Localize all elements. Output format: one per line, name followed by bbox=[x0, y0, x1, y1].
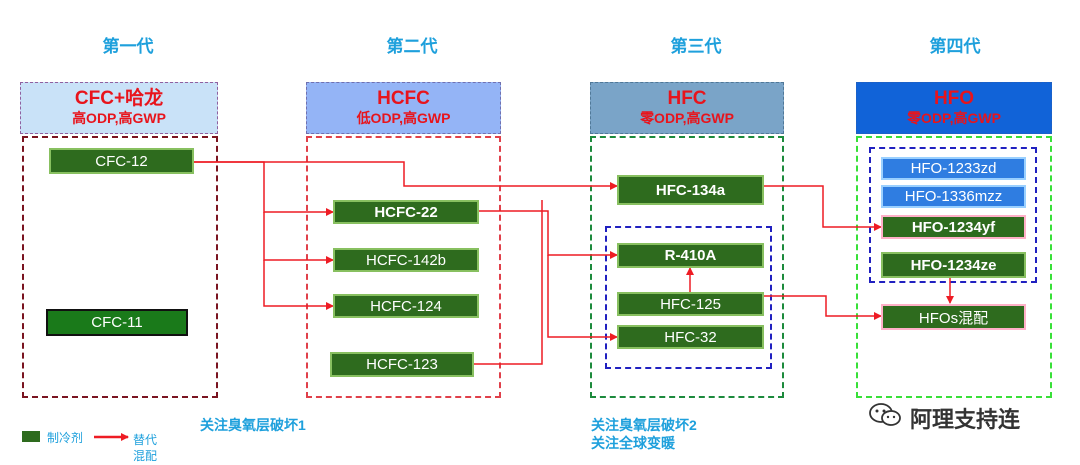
gen1-zone bbox=[22, 136, 218, 398]
note-ozone1: 关注臭氧层破坏1 bbox=[200, 417, 306, 433]
gen2-property: 低ODP,高GWP bbox=[356, 110, 451, 126]
arrow-hcfc22-hfc32 bbox=[547, 255, 618, 341]
arrow-cfc12-hfc134a bbox=[194, 161, 618, 190]
refrigerant-hfos-blend: HFOs混配 bbox=[881, 304, 1026, 330]
gen4-header: HFO 零ODP,高GWP bbox=[856, 82, 1052, 134]
refrigerant-hcfc142b: HCFC-142b bbox=[333, 248, 479, 272]
gen1-header: CFC+哈龙 高ODP,高GWP bbox=[20, 82, 218, 134]
gen3-property: 零ODP,高GWP bbox=[640, 110, 734, 126]
gen4-property: 零ODP,高GWP bbox=[907, 110, 1001, 126]
arrow-cfc12-hcfc22 bbox=[194, 161, 334, 216]
refrigerant-hfc134a: HFC-134a bbox=[617, 175, 764, 205]
gen3-title: 第三代 bbox=[670, 37, 722, 56]
gen2-header: HCFC 低ODP,高GWP bbox=[306, 82, 501, 134]
refrigerant-cfc11: CFC-11 bbox=[46, 309, 188, 336]
arrow-hcfc22-r410a bbox=[479, 210, 618, 259]
refrigerant-hfo1234ze: HFO-1234ze bbox=[881, 252, 1026, 278]
legend-refrigerant-swatch bbox=[22, 431, 40, 442]
wechat-icon bbox=[868, 402, 902, 428]
legend-refrigerant-label: 制冷剂 bbox=[47, 431, 84, 445]
refrigerant-hcfc22: HCFC-22 bbox=[333, 200, 479, 224]
refrigerant-hfo1336mzz: HFO-1336mzz bbox=[881, 185, 1026, 208]
note-warming: 关注全球变暖 bbox=[591, 435, 675, 451]
refrigerant-hfo1233zd: HFO-1233zd bbox=[881, 157, 1026, 180]
refrigerant-hfc125: HFC-125 bbox=[617, 292, 764, 316]
legend-replace-label: 替代 bbox=[133, 433, 158, 447]
gen4-title: 第四代 bbox=[929, 37, 981, 56]
arrow-hcfc123-hfc bbox=[474, 200, 543, 365]
gen1-property: 高ODP,高GWP bbox=[72, 110, 166, 126]
refrigerant-r410a: R-410A bbox=[617, 243, 764, 268]
arrow-cfc12-hcfc124 bbox=[263, 260, 334, 310]
gen1-name: CFC+哈龙 bbox=[74, 88, 164, 109]
arrow-hfc125-hfosblend bbox=[764, 295, 882, 320]
arrow-hfc134a-hfo1234yf bbox=[764, 185, 882, 231]
gen2-zone bbox=[306, 136, 501, 398]
note-ozone2: 关注臭氧层破坏2 bbox=[591, 417, 697, 433]
gen2-name: HCFC bbox=[377, 88, 430, 109]
gen4-zone bbox=[856, 136, 1052, 398]
hfc-blend-group bbox=[605, 226, 772, 369]
refrigerant-hcfc124: HCFC-124 bbox=[333, 294, 479, 318]
gen3-name: HFC bbox=[667, 88, 707, 109]
gen3-header: HFC 零ODP,高GWP bbox=[590, 82, 784, 134]
gen1-title: 第一代 bbox=[102, 37, 154, 56]
watermark-text: 阿理支持连 bbox=[910, 407, 1021, 432]
refrigerant-hfc32: HFC-32 bbox=[617, 325, 764, 349]
refrigerant-hcfc123: HCFC-123 bbox=[330, 352, 474, 377]
legend-blend-label: 混配 bbox=[133, 449, 158, 463]
arrow-cfc12-hcfc142b bbox=[263, 212, 334, 264]
gen4-name: HFO bbox=[933, 88, 975, 109]
refrigerant-cfc12: CFC-12 bbox=[49, 148, 194, 174]
gen2-title: 第二代 bbox=[386, 37, 438, 56]
refrigerant-hfo1234yf: HFO-1234yf bbox=[881, 215, 1026, 239]
gen3-zone bbox=[590, 136, 784, 398]
hfo-group bbox=[869, 147, 1037, 283]
